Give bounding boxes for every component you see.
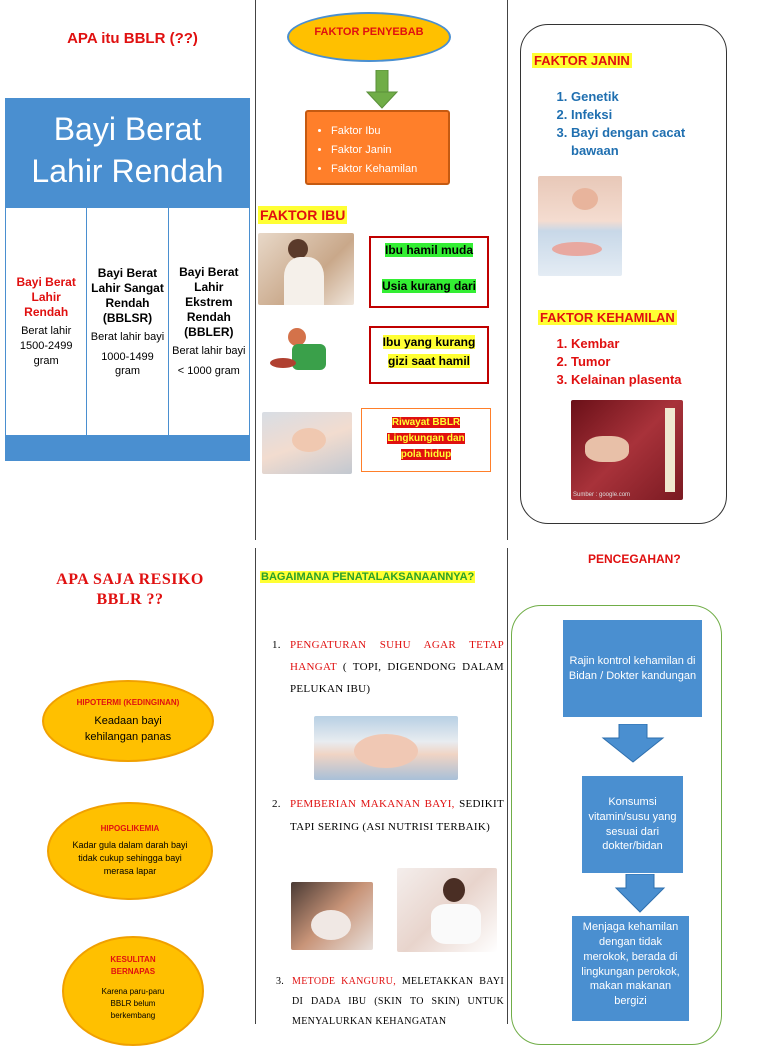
risk-text: Kadar gula dalam darah bayi tidak cukup … [72,840,188,876]
item-number: 3. [276,976,285,987]
treatment-detail: MELETAKKAN BAYI DI DADA IBU (SKIN TO SKI… [292,976,504,1027]
pregnant-woman-photo [258,233,354,305]
treatment-item-3: 3. METODE KANGURU, MELETAKKAN BAYI DI DA… [276,972,504,1032]
down-arrow-icon [614,874,666,913]
cell-desc: Berat lahir bayi [90,330,165,343]
cell-desc: Berat lahir 1500-2499 gram [19,324,73,367]
baby-with-hat-photo [314,716,458,780]
item-number: 1. [272,639,281,651]
treatment-item-1: 1. PENGATURAN SUHU AGAR TETAP HANGAT ( T… [272,634,504,700]
prevention-step-1: Rajin kontrol kehamilan di Bidan / Dokte… [563,620,702,717]
photo-caption: Sumber : google.com [573,492,631,498]
risk-title: HIPOGLIKEMIA [100,824,160,833]
treatment-detail: ( TOPI, DIGENDONG DALAM PELUKAN IBU) [290,661,504,695]
table-header-line: Bayi Berat [53,111,202,147]
prevention-step-3: Menjaga kehamilan dengan tidak merokok, … [572,916,689,1021]
faktor-penyebab-label: FAKTOR PENYEBAB [314,26,424,38]
cell-title: Bayi Berat Lahir Sangat Rendah (BBLSR) [91,265,164,325]
prevention-step-2: Konsumsi vitamin/susu yang sesuai dari d… [582,776,683,873]
treatment-item-2: 2. PEMBERIAN MAKANAN BAYI, SEDIKIT TAPI … [272,793,504,839]
down-arrow-icon [601,724,665,763]
table-header: Bayi Berat Lahir Rendah [5,98,250,192]
faktor-item: Faktor Ibu [331,122,448,141]
cell-title: Bayi Berat Lahir Rendah [16,274,76,319]
resiko-title-line: APA SAJA RESIKO [56,571,204,588]
kehamilan-item: Tumor [571,353,723,371]
pencegahan-title: PENCEGAHAN? [588,552,681,566]
riwayat-text: Riwayat BBLR [391,417,461,428]
kehamilan-list: Kembar Tumor Kelainan plasenta [533,335,723,389]
treatment-heading: PEMBERIAN MAKANAN BAYI, [290,798,455,810]
risk-oval-hipoglikemia: HIPOGLIKEMIA Kadar gula dalam darah bayi… [47,802,213,900]
janin-list: Genetik Infeksi Bayi dengan cacat bawaan [533,88,723,160]
cell-desc: < 1000 gram [177,365,240,377]
woman-cooking-illustration [266,326,336,384]
lingkungan-text: Lingkungan dan [387,433,465,444]
faktor-item: Faktor Janin [331,141,448,160]
breastfeeding-photo-1 [291,882,373,950]
kurang-gizi-box: Ibu yang kurang gizi saat hamil [369,326,489,384]
cell-desc: Berat lahir bayi [172,345,246,357]
treatment-heading: PENGATURAN SUHU AGAR TETAP HANGAT [290,639,504,673]
table-cell-bblsr: Bayi Berat Lahir Sangat Rendah (BBLSR) B… [87,208,169,435]
column-divider [255,0,256,540]
cell-title: Bayi Berat Lahir Ekstrem Rendah (BBLER) [179,265,239,339]
risk-text: Karena paru-paru BBLR belum berkembang [101,987,165,1020]
table-body: Bayi Berat Lahir Rendah Berat lahir 1500… [5,207,250,436]
column-divider [255,548,256,1024]
kurang-gizi-text: Ibu yang kurang gizi saat hamil [382,335,476,368]
risk-text: Keadaan bayi kehilangan panas [84,714,172,743]
pola-hidup-text: pola hidup [400,449,452,460]
item-number: 2. [272,798,281,810]
risk-oval-kesulitan-bernapas: KESULITAN BERNAPAS Karena paru-paru BBLR… [62,936,204,1046]
baby-sleeping-photo [262,412,352,474]
risk-title: HIPOTERMI (KEDINGINAN) [76,697,180,707]
pregnant-belly-photo: Sumber : google.com [571,400,683,500]
bblr-definition-table: Bayi Berat Lahir Rendah Bayi Berat Lahir… [5,98,250,461]
column-divider [507,0,508,540]
cell-desc: 1000-1499 gram [101,350,154,377]
janin-item: Infeksi [571,106,723,124]
baby-incubator-photo [538,176,622,276]
usia-text: Usia kurang dari [381,279,477,293]
janin-item: Bayi dengan cacat bawaan [571,124,723,160]
treatment-detail: SEDIKIT TAPI SERING (ASI NUTRISI TERBAIK… [290,798,504,833]
ibu-muda-text: Ibu hamil muda [384,243,473,257]
faktor-list-box: Faktor Ibu Faktor Janin Faktor Kehamilan [305,110,450,185]
faktor-janin-panel [520,24,727,524]
janin-item: Genetik [571,88,723,106]
faktor-penyebab-oval: FAKTOR PENYEBAB [287,12,451,62]
faktor-item: Faktor Kehamilan [331,160,448,179]
penatalaksanaan-title: BAGAIMANA PENATALAKSANAANNYA? [260,571,476,583]
risk-oval-hipotermi: HIPOTERMI (KEDINGINAN) Keadaan bayi kehi… [42,680,214,762]
column-divider [507,548,508,1024]
faktor-list: Faktor Ibu Faktor Janin Faktor Kehamilan [331,122,448,179]
treatment-heading: METODE KANGURU, [292,976,396,987]
faktor-kehamilan-title: FAKTOR KEHAMILAN [538,310,677,325]
kehamilan-item: Kembar [571,335,723,353]
ibu-muda-box: Ibu hamil muda Usia kurang dari [369,236,489,308]
kehamilan-item: Kelainan plasenta [571,371,723,389]
breastfeeding-photo-2 [397,868,497,952]
down-arrow-icon [365,70,399,109]
riwayat-bblr-box: Riwayat BBLR Lingkungan dan pola hidup [361,408,491,472]
table-cell-bblr: Bayi Berat Lahir Rendah Berat lahir 1500… [6,208,88,435]
table-header-line: Lahir Rendah [31,153,224,189]
faktor-janin-title: FAKTOR JANIN [532,53,632,68]
resiko-title: APA SAJA RESIKO BBLR ?? [20,570,240,610]
table-cell-bbler: Bayi Berat Lahir Ekstrem Rendah (BBLER) … [169,208,249,435]
risk-title: KESULITAN BERNAPAS [110,955,156,976]
faktor-ibu-title: FAKTOR IBU [258,206,348,224]
bblr-question-title: APA itu BBLR (??) [67,30,198,47]
resiko-title-line: BBLR ?? [96,591,164,608]
